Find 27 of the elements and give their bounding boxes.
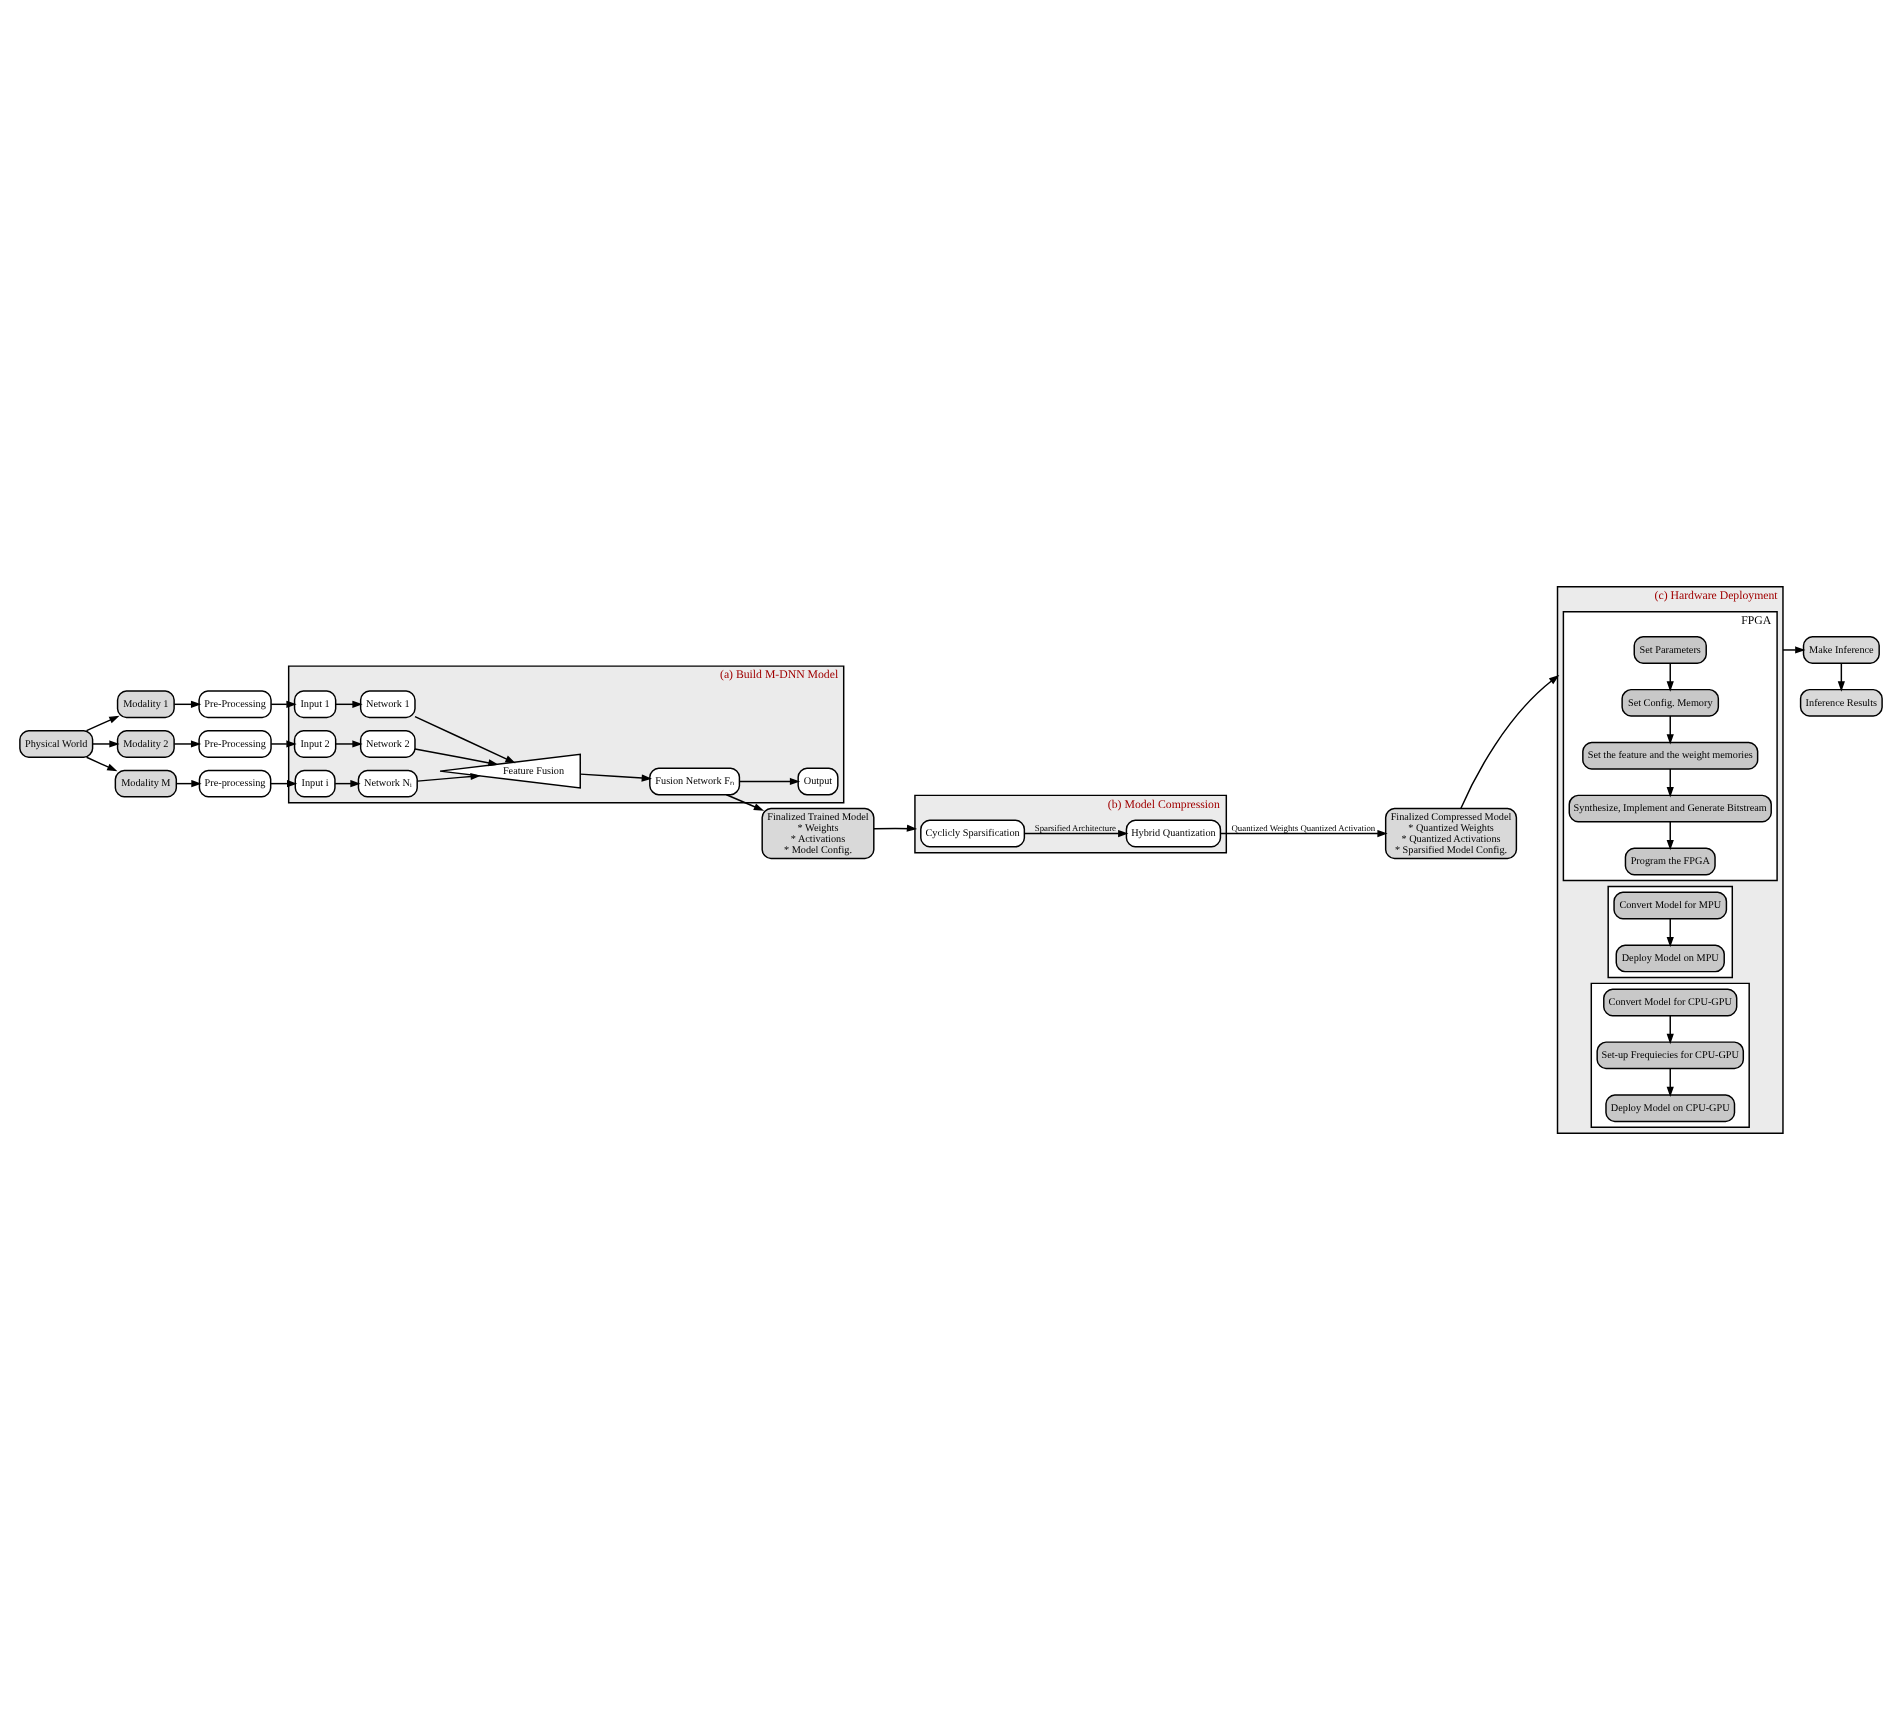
- arrow: [334, 739, 363, 747]
- arrow: [1666, 767, 1674, 797]
- cluster: [1607, 884, 1734, 978]
- arrow: [416, 771, 481, 781]
- arrow: [873, 823, 918, 831]
- arrow: [270, 739, 297, 747]
- arrow: [579, 772, 652, 781]
- arrow: [725, 792, 765, 810]
- arrow: [1023, 828, 1129, 837]
- arrow: [1666, 1014, 1674, 1044]
- arrow: [1666, 1066, 1674, 1096]
- arrow: [738, 776, 801, 785]
- arrow: [173, 739, 202, 747]
- arrow: [1219, 828, 1388, 837]
- arrow: [414, 714, 516, 763]
- cluster: [1590, 981, 1750, 1128]
- arrow: [414, 747, 499, 766]
- arrow: [1666, 917, 1674, 947]
- arrow: [85, 714, 120, 731]
- arrow: [1666, 820, 1674, 850]
- arrow: [1837, 661, 1845, 691]
- arrow: [1782, 645, 1806, 653]
- arrow: [1666, 661, 1674, 691]
- arrow: [92, 739, 120, 747]
- arrow: [85, 755, 118, 771]
- arrow: [1666, 714, 1674, 744]
- arrow: [1460, 674, 1560, 809]
